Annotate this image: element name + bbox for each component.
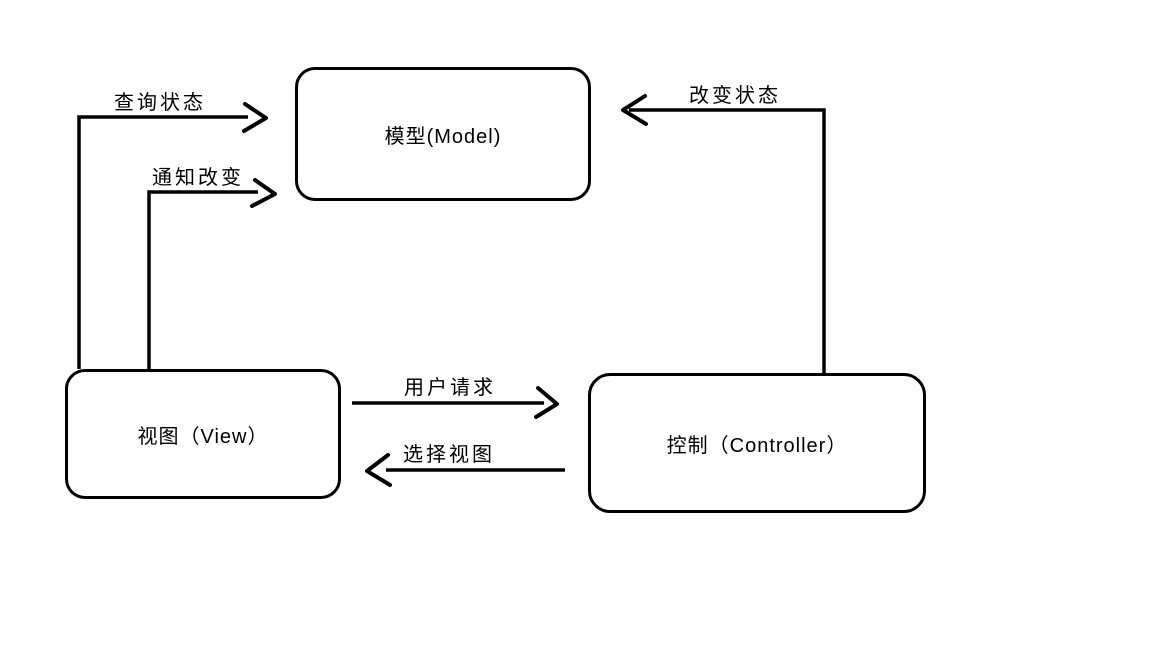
edge-change-state-line bbox=[629, 108, 826, 373]
edge-label-select-view: 选择视图 bbox=[403, 444, 495, 466]
edge-query-state-line bbox=[77, 115, 248, 369]
node-model-label: 模型(Model) bbox=[384, 125, 502, 148]
node-controller-label: 控制（Controller） bbox=[666, 434, 848, 457]
arrowhead-right-icon bbox=[534, 386, 559, 419]
edge-label-user-request: 用户请求 bbox=[404, 377, 496, 399]
arrowhead-left-icon bbox=[365, 453, 392, 487]
node-view: 视图（View） bbox=[65, 369, 341, 499]
edge-label-change-state: 改变状态 bbox=[689, 85, 781, 107]
arrowhead-right-icon bbox=[242, 102, 268, 133]
arrowhead-right-icon bbox=[250, 178, 277, 208]
node-view-label: 视图（View） bbox=[137, 425, 269, 448]
edge-notify-change-line bbox=[147, 190, 258, 369]
node-controller: 控制（Controller） bbox=[588, 373, 926, 513]
edge-label-query-state: 查询状态 bbox=[114, 92, 206, 114]
node-model: 模型(Model) bbox=[295, 67, 591, 201]
edge-label-notify-change: 通知改变 bbox=[152, 167, 244, 189]
arrowhead-left-icon bbox=[621, 94, 648, 126]
